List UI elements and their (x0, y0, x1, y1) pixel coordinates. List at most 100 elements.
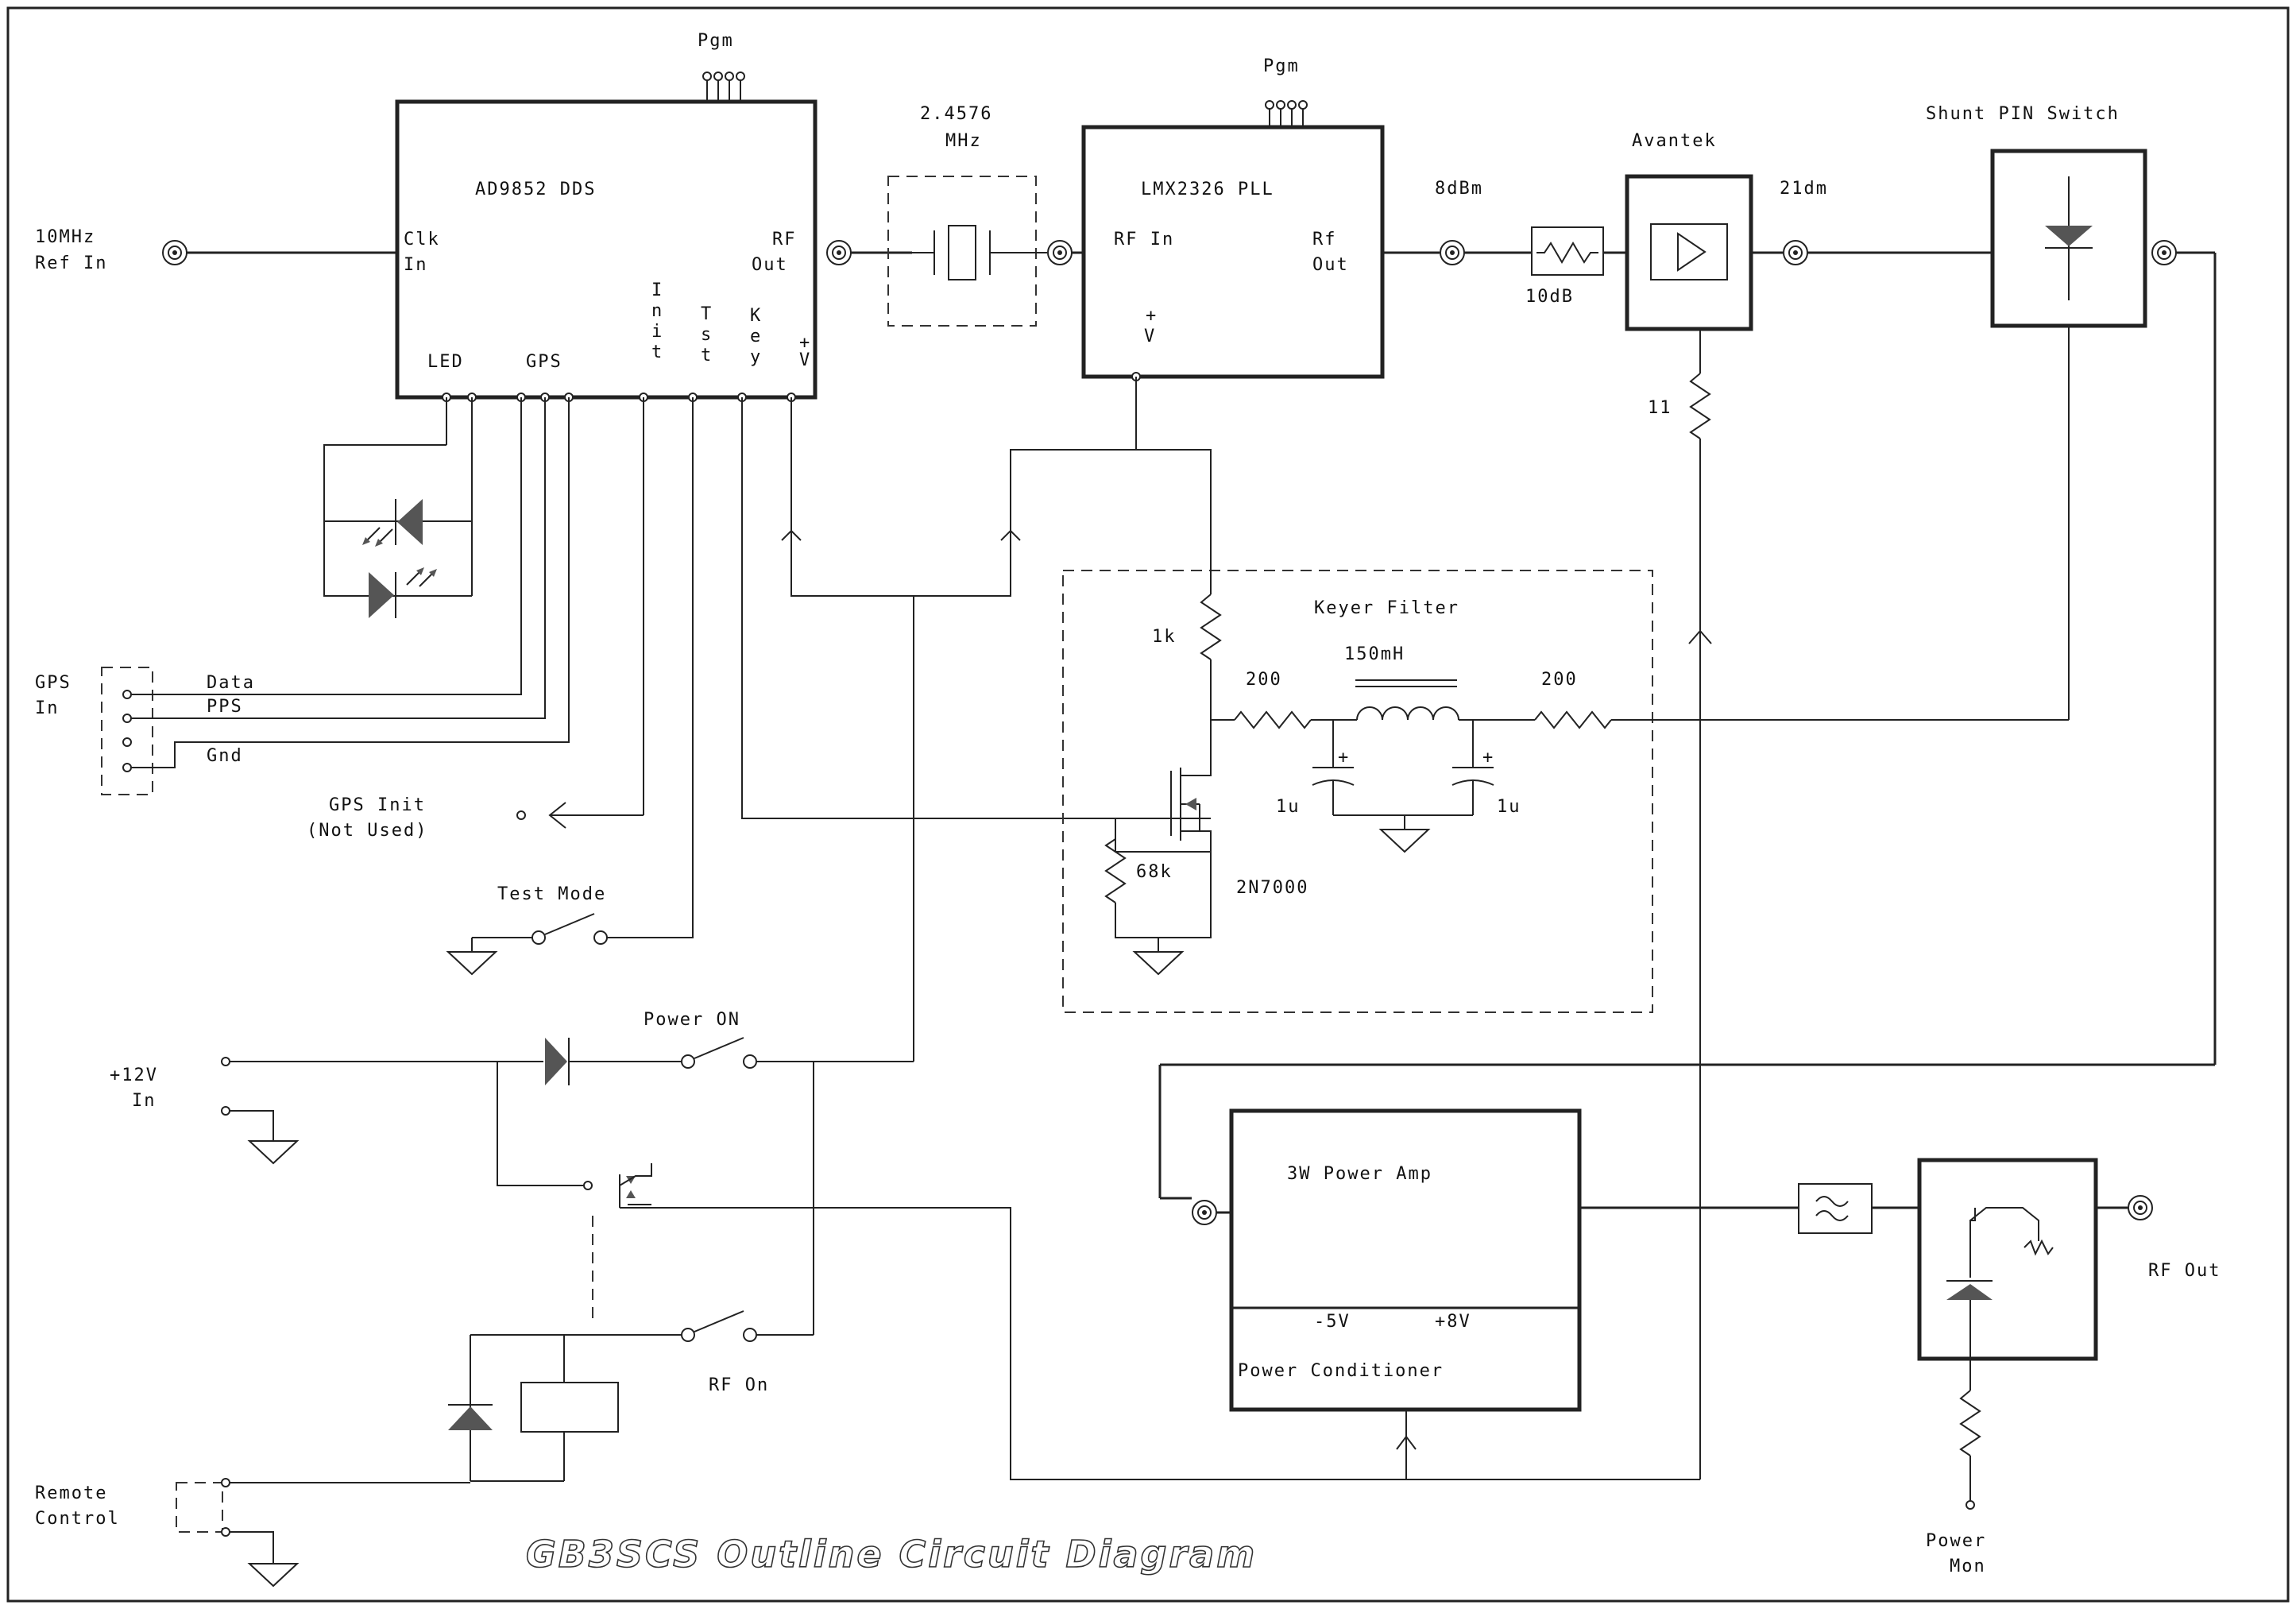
power-on-switch (681, 1037, 757, 1069)
gps-pin-pps: PPS (207, 697, 243, 717)
pll-rf-out-2: Out (1312, 255, 1349, 275)
dds-name: AD9852 DDS (475, 180, 596, 199)
dds-key-2: e (750, 327, 762, 346)
relay-coil (520, 1382, 619, 1433)
ref-in-label-2: Ref In (35, 253, 107, 273)
power-conditioner-label: Power Conditioner (1238, 1361, 1444, 1381)
dds-key-1: K (750, 306, 762, 326)
c-1u-b-label: 1u (1497, 797, 1521, 817)
r-1k-label: 1k (1152, 627, 1177, 647)
gps-init-label-2: (Not Used) (307, 821, 427, 841)
dds-gps-label: GPS (526, 352, 562, 372)
dds-rf-label-1: RF (772, 230, 797, 249)
rf-out-connector (2128, 1195, 2153, 1220)
r-68k-label: 68k (1136, 862, 1173, 882)
rf-on-label: RF On (709, 1375, 769, 1395)
avantek-amp (1625, 174, 1753, 331)
power-on-label: Power ON (644, 1010, 740, 1030)
test-mode-ground-icon (447, 937, 497, 975)
pin-switch-label: Shunt PIN Switch (1926, 104, 2120, 124)
mosfet-ground-icon (1134, 937, 1183, 975)
relay-diode-icon (448, 1404, 493, 1430)
remote-label-2: Control (35, 1509, 120, 1529)
dds-tst-1: T (701, 304, 713, 324)
remote-ground-icon (249, 1549, 298, 1587)
pll-name: LMX2326 PLL (1141, 180, 1274, 199)
relay-contact-icon (619, 1163, 652, 1208)
crystal-label-2: MHz (945, 131, 982, 151)
power-amp-block: 3W Power Amp -5V +8V Power Conditioner (1229, 1108, 1582, 1412)
pll-v-1: + (1146, 306, 1158, 326)
power-mon-label-2: Mon (1950, 1557, 1986, 1576)
pll-rf-out-1: Rf (1312, 230, 1337, 249)
dds-init-4: t (651, 342, 663, 362)
r-11-label: 11 (1648, 398, 1672, 418)
level-8dbm: 8dBm (1435, 179, 1483, 199)
led-icon-1 (362, 499, 423, 547)
cap-b-plus: + (1482, 748, 1494, 768)
input-diode-icon (545, 1038, 570, 1085)
q-2n7000-label: 2N7000 (1236, 878, 1308, 898)
dds-rf-label-2: Out (752, 255, 788, 275)
dds-key-3: y (750, 347, 762, 367)
power-mon-label-1: Power (1926, 1531, 1986, 1551)
dds-pgm-header (702, 72, 745, 102)
r-200a-label: 200 (1246, 670, 1282, 690)
ref-in-connector (162, 240, 187, 265)
sheet-border (6, 6, 2290, 1603)
dds-init-1: I (651, 280, 663, 300)
crystal-icon (912, 225, 1047, 280)
filter-ground-icon (1380, 814, 1429, 853)
low-pass-filter (1798, 1183, 1873, 1234)
pa-name: 3W Power Amp (1287, 1164, 1432, 1184)
dds-pgm-label: Pgm (698, 31, 734, 51)
crystal-filter-box (887, 176, 1037, 327)
dds-v-2: V (799, 350, 811, 370)
dds-init-3: i (651, 322, 663, 342)
remote-connector-box (176, 1482, 223, 1533)
pll-v-2: V (1144, 327, 1156, 346)
gps-pin-gnd: Gnd (207, 746, 243, 766)
v12-ground-icon (249, 1126, 298, 1164)
power-monitor-coupler (1917, 1158, 2098, 1361)
pll-in-connector (1047, 240, 1073, 265)
avantek-label: Avantek (1632, 131, 1717, 151)
atten-label: 10dB (1525, 287, 1574, 307)
dds-tst-2: s (701, 325, 713, 345)
shunt-pin-switch (1990, 149, 2147, 328)
gps-connector-box (101, 667, 153, 795)
ref-in-label-1: 10MHz (35, 227, 95, 247)
dds-block: AD9852 DDS Clk In RF Out LED GPS I n i t… (395, 31, 818, 402)
v12-label-2: In (132, 1091, 157, 1111)
dds-init-2: n (651, 301, 663, 321)
keyer-filter-box (1062, 570, 1653, 1013)
attenuator-10db (1531, 226, 1604, 276)
test-mode-label: Test Mode (497, 884, 606, 904)
pll-pgm-label: Pgm (1263, 56, 1300, 76)
pll-rf-in: RF In (1114, 230, 1174, 249)
c-1u-a-label: 1u (1276, 797, 1301, 817)
avantek-out-connector (1783, 240, 1808, 265)
remote-label-1: Remote (35, 1483, 107, 1503)
l-150-label: 150mH (1344, 644, 1405, 664)
keyer-filter-label: Keyer Filter (1314, 598, 1459, 618)
pa-in-connector (1192, 1200, 1217, 1225)
inductor-icon (1356, 706, 1459, 721)
dds-v-1: + (799, 333, 811, 353)
gps-pin-data: Data (207, 673, 255, 693)
test-mode-switch (531, 913, 608, 945)
pll-block: LMX2326 PLL RF In Rf Out + V Pgm (1081, 56, 1385, 381)
pll-out-connector (1440, 240, 1465, 265)
dds-clk-label-1: Clk (404, 230, 440, 249)
cap-a-plus: + (1338, 748, 1350, 768)
r-200b-label: 200 (1541, 670, 1578, 690)
rf-out-label: RF Out (2148, 1261, 2221, 1281)
gps-in-label-1: GPS (35, 673, 72, 693)
gps-in-label-2: In (35, 698, 60, 718)
rf-on-switch (681, 1310, 757, 1342)
pll-pgm-header (1265, 100, 1308, 127)
dds-clk-label-2: In (404, 255, 428, 275)
pa-neg5v: -5V (1314, 1312, 1351, 1332)
dds-tst-3: t (701, 346, 713, 366)
